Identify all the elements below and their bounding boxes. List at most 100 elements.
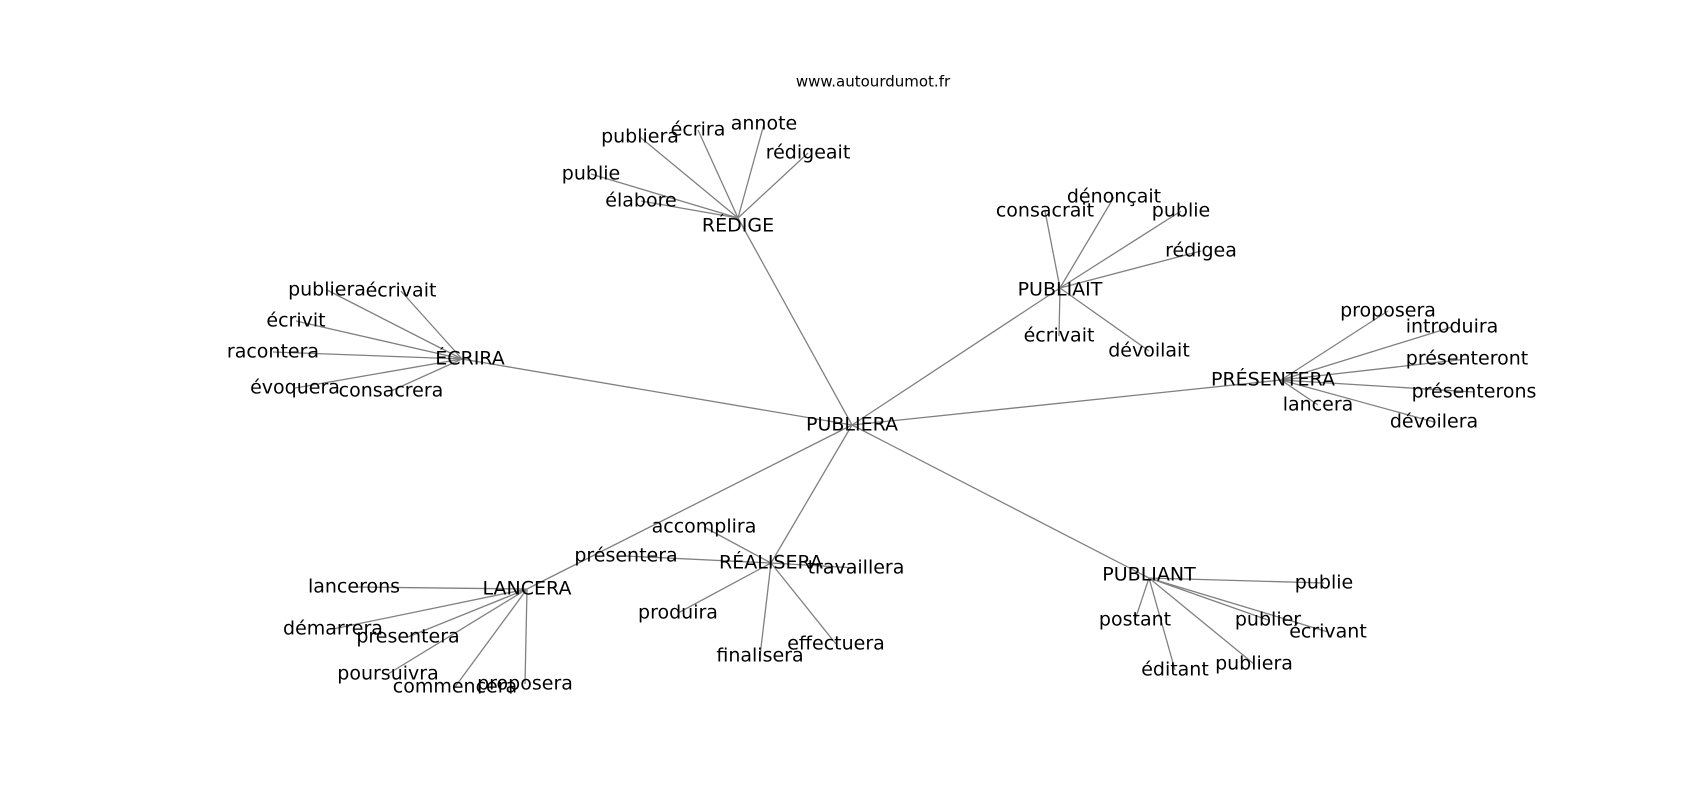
edge-center-to-hub <box>851 424 1150 579</box>
leaf-node: introduira <box>1406 316 1499 338</box>
edge-hub-to-leaf <box>770 562 857 569</box>
edge-hub-to-leaf <box>1148 577 1269 621</box>
edge-hub-to-leaf <box>1148 577 1255 665</box>
edge-hub-to-leaf <box>524 588 528 685</box>
leaf-node: démarrera <box>283 618 383 640</box>
leaf-node: accomplira <box>652 516 757 538</box>
leaf-node: écrivant <box>1289 621 1367 643</box>
leaf-node: lancera <box>1283 394 1354 416</box>
edge-hub-to-leaf <box>590 173 739 219</box>
edge-hub-to-leaf <box>353 586 528 590</box>
edge-hub-to-leaf <box>1148 577 1325 584</box>
hub-node: PUBLIAIT <box>1018 279 1103 301</box>
center-node: PUBLIERA <box>806 414 898 436</box>
edges-layer <box>272 123 1475 688</box>
edge-hub-to-leaf <box>1148 577 1329 633</box>
leaf-node: lancerons <box>308 576 400 598</box>
source-url: www.autourdumot.fr <box>796 73 951 91</box>
edge-hub-to-leaf <box>1058 287 1061 337</box>
edge-hub-to-leaf <box>1059 250 1202 289</box>
leaf-node: publiera <box>601 126 679 148</box>
leaf-node: produira <box>638 602 718 624</box>
leaf-node: éditant <box>1141 659 1209 681</box>
edge-hub-to-leaf <box>1280 379 1475 393</box>
leaf-node: dévoilait <box>1108 340 1190 362</box>
edge-hub-to-leaf <box>697 129 739 219</box>
leaf-node: racontera <box>227 341 319 363</box>
leaf-node: commencera <box>393 676 517 698</box>
edge-hub-to-leaf <box>454 588 528 688</box>
edge-hub-to-leaf <box>1148 577 1176 671</box>
edge-hub-to-leaf <box>639 136 739 219</box>
edge-center-to-hub <box>851 379 1282 426</box>
leaf-node: effectuera <box>787 633 885 655</box>
hub-node: LANCERA <box>483 578 572 600</box>
edge-hub-to-leaf <box>759 562 772 657</box>
leaf-node: rédigeait <box>766 142 851 164</box>
edge-hub-to-leaf <box>294 358 463 389</box>
edge-center-to-hub <box>851 287 1061 426</box>
edge-hub-to-leaf <box>737 123 765 219</box>
edge-hub-to-leaf <box>770 562 837 645</box>
leaf-node: présenteront <box>1406 348 1528 370</box>
leaf-node: évoquera <box>250 377 340 399</box>
edge-hub-to-leaf <box>1059 196 1115 289</box>
leaf-node: poursuivra <box>337 663 438 685</box>
leaf-node: publiera <box>1215 653 1293 675</box>
edge-hub-to-leaf <box>272 351 463 360</box>
edge-hub-to-leaf <box>326 289 463 360</box>
edge-hub-to-leaf <box>1134 577 1150 621</box>
edge-hub-to-leaf <box>387 588 528 675</box>
leaf-node: publier <box>1235 609 1301 631</box>
leaf-node: dévoilera <box>1390 411 1478 433</box>
edge-hub-to-leaf <box>390 358 463 392</box>
hub-node: RÉDIGE <box>702 214 774 237</box>
edge-center-to-hub <box>737 217 853 426</box>
leaf-node: publiera <box>288 279 366 301</box>
edge-hub-to-leaf <box>1059 210 1182 289</box>
edge-hub-to-leaf <box>1280 310 1389 381</box>
leaf-node: consacrait <box>996 200 1094 222</box>
hub-node: RÉALISERA <box>719 551 823 574</box>
leaf-node: publie <box>1295 572 1353 594</box>
leaf-node: élabore <box>605 190 676 212</box>
hub-node: PUBLIANT <box>1102 564 1196 586</box>
edge-hub-to-leaf <box>1280 379 1435 423</box>
leaf-node: rédigea <box>1165 240 1237 262</box>
edge-center-to-hub <box>770 424 853 564</box>
leaf-node: dénonçait <box>1067 186 1161 208</box>
leaf-node: publie <box>1152 200 1210 222</box>
edge-hub-to-leaf <box>737 152 809 219</box>
leaf-node: publie <box>562 163 620 185</box>
leaf-node: écrivait <box>1024 325 1095 347</box>
edge-hub-to-leaf <box>1044 210 1061 289</box>
edge-hub-to-leaf <box>1280 379 1319 406</box>
hub-node: ÉCRIRA <box>435 347 505 370</box>
leaf-node: présentera <box>574 545 677 567</box>
leaf-node: postant <box>1099 609 1171 631</box>
leaf-node: écrivait <box>366 280 437 302</box>
edge-hub-to-leaf <box>640 200 739 219</box>
leaf-node: annote <box>731 113 798 135</box>
edge-hub-to-leaf <box>1280 326 1453 381</box>
leaf-node: écrivit <box>266 310 325 332</box>
leaf-node: finalisera <box>716 645 803 667</box>
edge-hub-to-leaf <box>332 588 528 630</box>
edge-hub-to-leaf <box>1059 287 1150 352</box>
leaf-node: consacrera <box>339 380 444 402</box>
edge-center-to-hub <box>461 358 853 426</box>
edge-hub-to-leaf <box>295 320 463 360</box>
edge-hub-to-leaf <box>625 555 772 564</box>
leaf-node: proposera <box>477 673 573 695</box>
leaf-node: proposera <box>1340 300 1436 322</box>
edge-hub-to-leaf <box>407 588 528 638</box>
leaf-node: travaillera <box>808 557 905 579</box>
leaf-node: écrira <box>671 119 726 141</box>
edge-hub-to-leaf <box>677 562 772 614</box>
edge-hub-to-leaf <box>1280 358 1468 381</box>
leaf-node: presentera <box>356 626 459 648</box>
leaf-node: présenterons <box>1412 381 1537 403</box>
edge-hub-to-leaf <box>400 290 463 360</box>
